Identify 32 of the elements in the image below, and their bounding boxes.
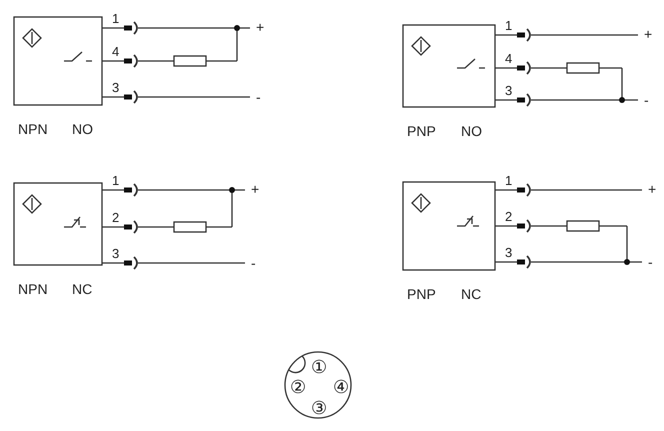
pin-number: 3 bbox=[505, 246, 512, 259]
output-type-label: NC bbox=[72, 282, 92, 296]
pin-number: ③ bbox=[311, 399, 327, 417]
pin-number: 4 bbox=[505, 52, 512, 65]
output-type-label: NPN bbox=[18, 282, 48, 296]
terminal-sign: + bbox=[644, 27, 652, 41]
output-type-label: NC bbox=[461, 287, 482, 301]
terminal-sign: + bbox=[256, 20, 264, 34]
pin-number: 1 bbox=[112, 174, 120, 187]
pin-number: 3 bbox=[112, 81, 120, 94]
pin-number: 1 bbox=[505, 19, 512, 32]
pin-number: 1 bbox=[112, 12, 120, 25]
pin-number: 3 bbox=[112, 247, 120, 260]
pin-number: ④ bbox=[333, 378, 349, 396]
terminal-sign: - bbox=[251, 256, 256, 270]
output-type-label: NO bbox=[461, 124, 482, 138]
terminal-sign: - bbox=[648, 255, 653, 269]
pin-number: ① bbox=[311, 358, 327, 376]
output-type-label: NO bbox=[72, 122, 93, 136]
terminal-sign: + bbox=[648, 182, 656, 196]
terminal-sign: - bbox=[256, 90, 261, 104]
terminal-sign: - bbox=[644, 93, 649, 107]
pin-number: 2 bbox=[112, 211, 120, 224]
pin-number: 2 bbox=[505, 210, 512, 223]
pin-number: ② bbox=[290, 378, 306, 396]
pin-number: 4 bbox=[112, 45, 120, 58]
output-type-label: PNP bbox=[407, 124, 436, 138]
pin-number: 1 bbox=[505, 174, 512, 187]
output-type-label: NPN bbox=[18, 122, 48, 136]
pin-number: 3 bbox=[505, 84, 512, 97]
output-type-label: PNP bbox=[407, 287, 436, 301]
terminal-sign: + bbox=[251, 182, 260, 196]
